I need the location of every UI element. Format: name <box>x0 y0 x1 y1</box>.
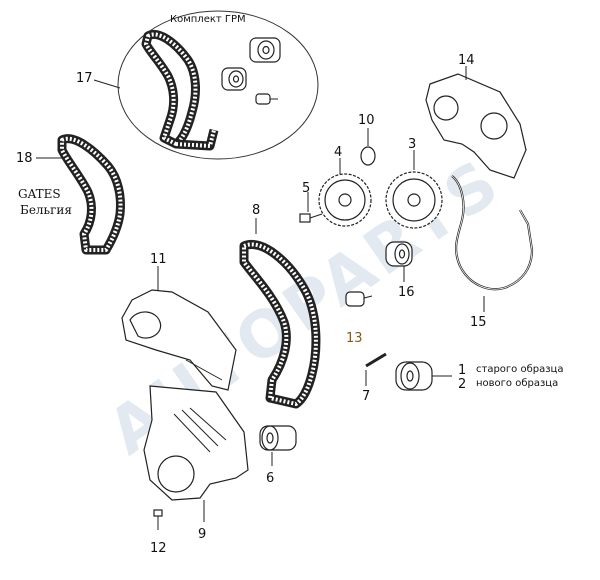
callout-8: 8 <box>252 203 260 218</box>
callout-7: 7 <box>362 389 370 404</box>
callout-9: 9 <box>198 527 206 542</box>
callout-18: 18 <box>16 151 33 166</box>
lower-cover-9 <box>143 385 249 501</box>
cam-gear-4 <box>318 173 372 227</box>
cam-gear-3 <box>385 171 443 229</box>
timing-kit-group: Комплект ГРМ <box>117 10 319 160</box>
idler-16 <box>385 241 413 267</box>
callout-4: 4 <box>334 145 342 160</box>
callout-5: 5 <box>302 181 310 196</box>
kit-bolt <box>255 93 278 105</box>
callout-10: 10 <box>358 113 375 128</box>
gasket-15 <box>451 175 534 291</box>
callout-17: 17 <box>76 71 93 86</box>
callout-1: 1 <box>458 363 466 378</box>
callout-11: 11 <box>150 252 167 267</box>
crank-sprocket-6 <box>259 425 297 451</box>
belt-18 <box>57 134 125 255</box>
caption-old-style: старого образца <box>476 364 563 375</box>
brand-name: GATES <box>18 187 61 201</box>
brand-country: Бельгия <box>20 203 72 217</box>
callout-14: 14 <box>458 53 475 68</box>
callout-2: 2 <box>458 377 466 392</box>
bushing-13 <box>345 291 373 307</box>
tensioner-1-2 <box>395 361 433 391</box>
kit-tensioner <box>249 37 281 63</box>
callout-16: 16 <box>398 285 415 300</box>
caption-new-style: нового образца <box>476 378 558 389</box>
belt-8 <box>239 240 321 409</box>
rear-cover-14 <box>425 73 527 179</box>
callout-6: 6 <box>266 471 274 486</box>
callout-12: 12 <box>150 541 167 556</box>
kit-belt <box>141 30 200 149</box>
upper-cover-11 <box>121 289 237 391</box>
callout-15: 15 <box>470 315 487 330</box>
seal-10 <box>360 146 376 166</box>
callout-13: 13 <box>346 331 363 346</box>
callout-3: 3 <box>408 137 416 152</box>
bolt-7 <box>365 352 387 386</box>
kit-ellipse <box>117 10 319 160</box>
kit-idler <box>221 67 247 91</box>
bolt-12 <box>153 509 163 530</box>
bolt-5 <box>299 213 323 223</box>
kit-label: Комплект ГРМ <box>170 14 246 25</box>
